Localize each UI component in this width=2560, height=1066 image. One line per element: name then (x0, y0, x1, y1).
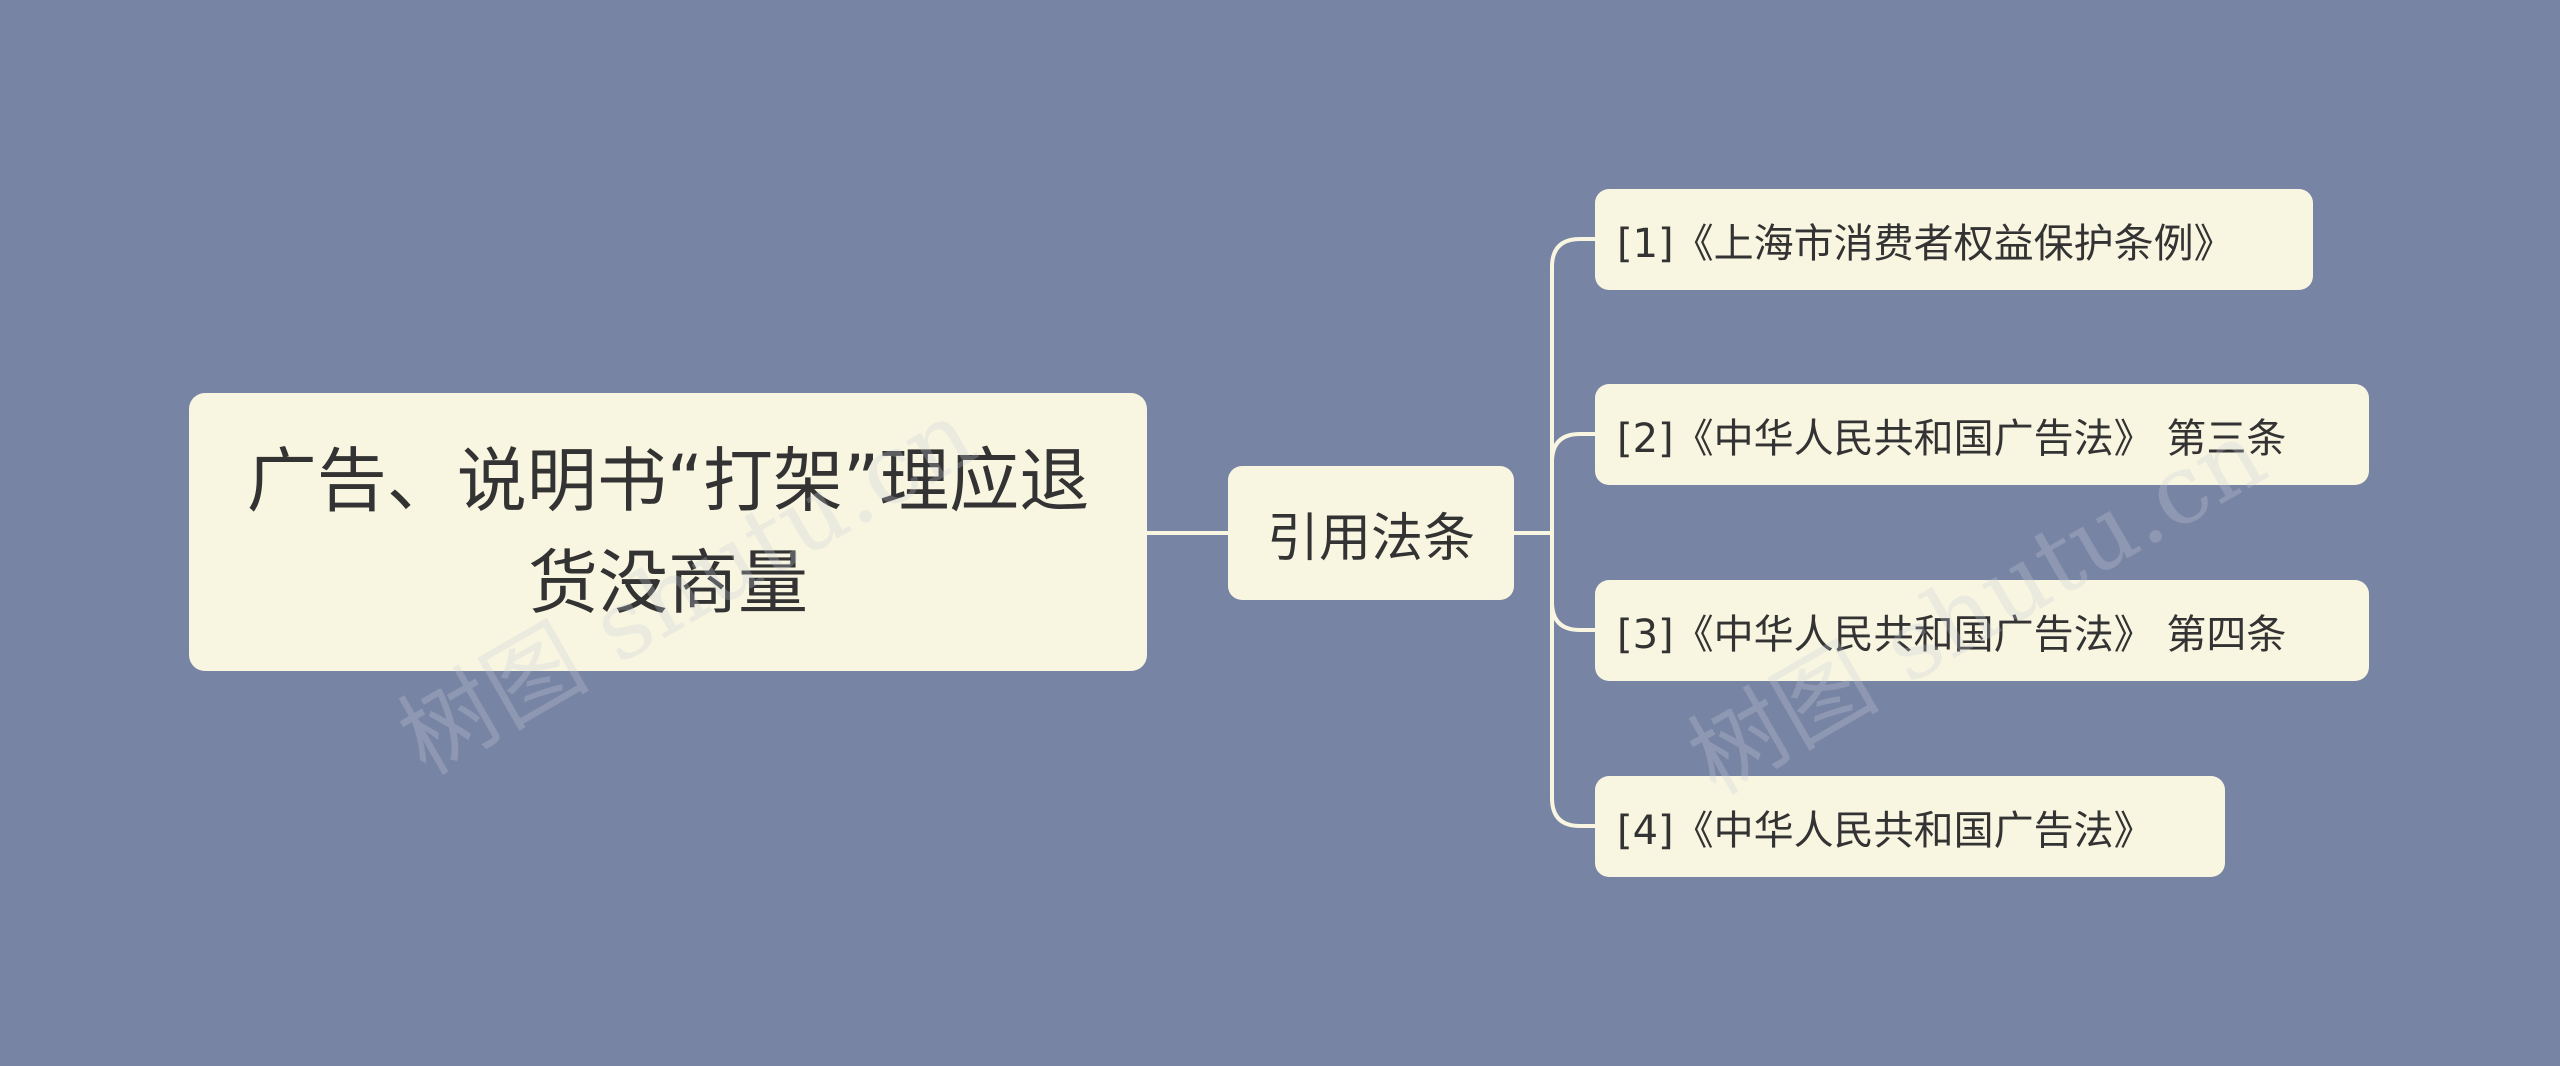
trunk-to-leaf-1-connector (1550, 237, 1595, 533)
trunk-to-leaf-3-connector (1550, 533, 1595, 632)
root-topic-title: 广告、说明书“打架”理应退货没商量 (246, 440, 1090, 624)
leaf-topic-label: [4]《中华人民共和国广告法》 (1617, 807, 2154, 854)
branch-topic-label: 引用法条 (1266, 508, 1475, 569)
leaf-topic-label: [1]《上海市消费者权益保护条例》 (1617, 220, 2234, 267)
leaf-topic-node[interactable]: [3]《中华人民共和国广告法》 第四条 (1595, 580, 2369, 681)
leaf-topic-node[interactable]: [4]《中华人民共和国广告法》 (1595, 776, 2225, 877)
leaf-topic-node[interactable]: [1]《上海市消费者权益保护条例》 (1595, 189, 2313, 290)
trunk-to-leaf-4-connector (1550, 533, 1595, 828)
leaf-topic-label: [3]《中华人民共和国广告法》 第四条 (1617, 611, 2287, 658)
branch-topic-node[interactable]: 引用法条 (1228, 466, 1514, 600)
root-topic-node[interactable]: 广告、说明书“打架”理应退货没商量 (189, 393, 1147, 671)
leaf-topic-node[interactable]: [2]《中华人民共和国广告法》 第三条 (1595, 384, 2369, 485)
trunk-to-leaf-2-connector (1550, 432, 1595, 533)
leaf-topic-label: [2]《中华人民共和国广告法》 第三条 (1617, 415, 2287, 462)
